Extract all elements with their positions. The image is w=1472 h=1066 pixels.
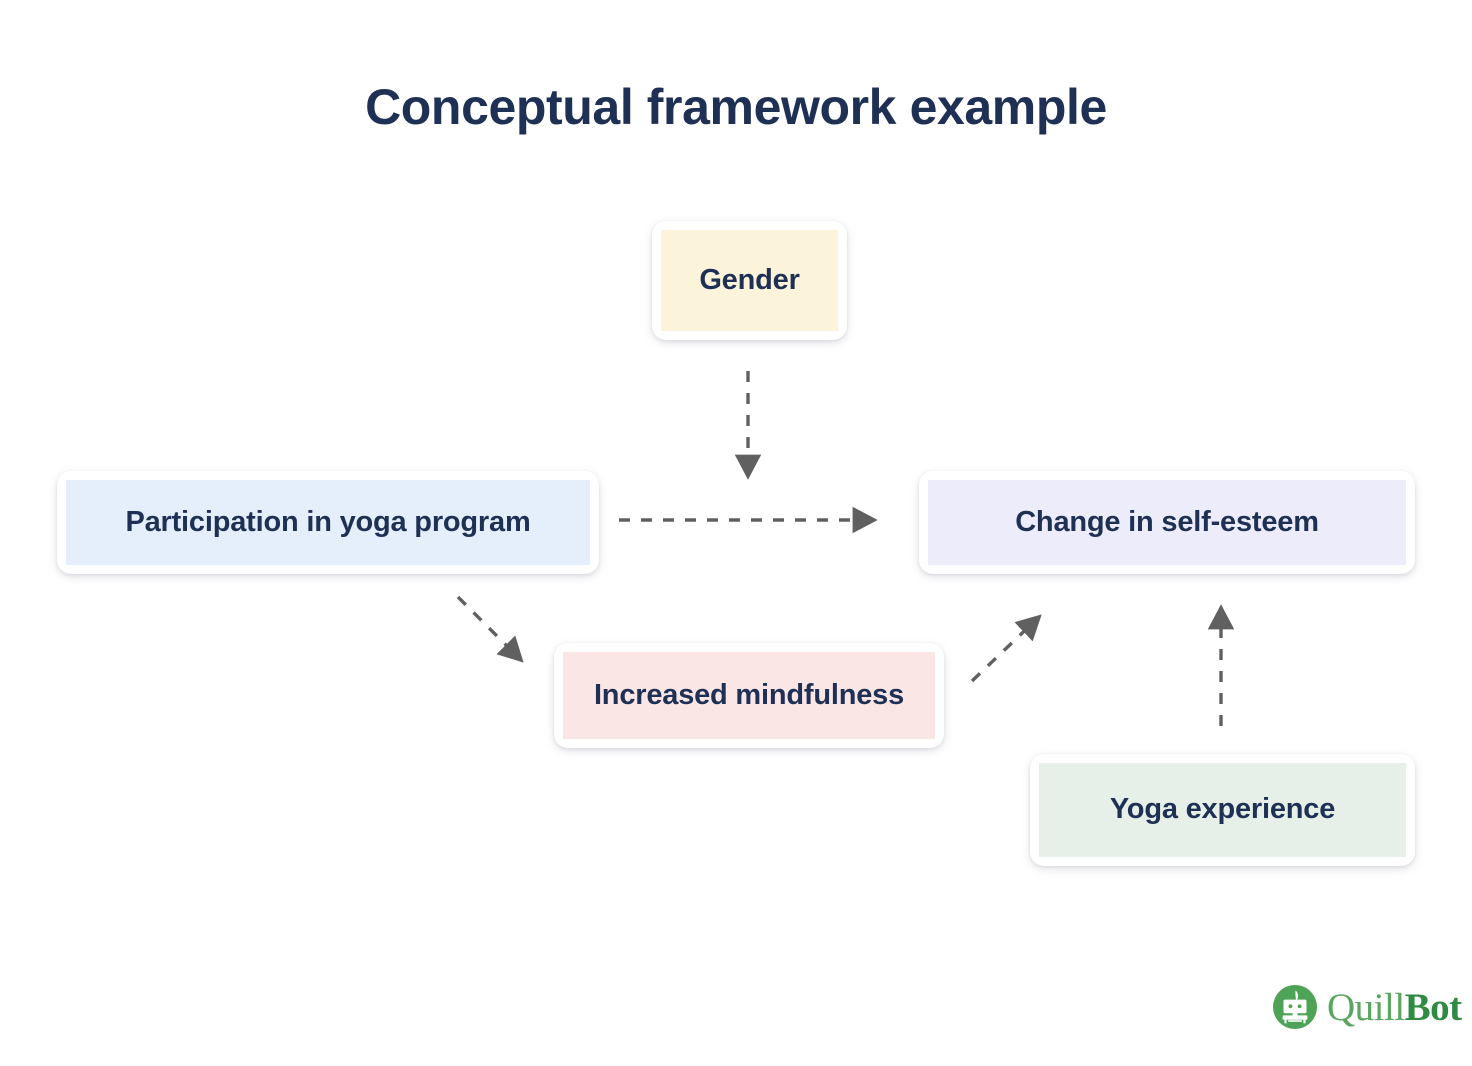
edge-mindfulness-to-selfesteem bbox=[970, 614, 1042, 683]
node-gender-label: Gender bbox=[699, 263, 800, 296]
node-selfesteem-label: Change in self-esteem bbox=[1015, 505, 1319, 538]
node-selfesteem-fill: Change in self-esteem bbox=[928, 480, 1406, 565]
node-mindfulness-label: Increased mindfulness bbox=[593, 678, 905, 711]
node-yoga-experience[interactable]: Yoga experience bbox=[1030, 754, 1415, 866]
quillbot-robot-icon bbox=[1273, 985, 1317, 1029]
node-selfesteem[interactable]: Change in self-esteem bbox=[919, 471, 1415, 574]
quillbot-logo[interactable]: QuillBot bbox=[1272, 984, 1462, 1030]
node-mindfulness[interactable]: Increased mindfulness bbox=[554, 643, 944, 748]
node-yoga-experience-label: Yoga experience bbox=[1109, 793, 1336, 826]
quillbot-wordmark-part2: Bot bbox=[1404, 985, 1463, 1029]
node-mindfulness-fill: Increased mindfulness bbox=[563, 652, 935, 739]
node-participation-fill: Participation in yoga program bbox=[66, 480, 590, 565]
quillbot-wordmark: QuillBot bbox=[1327, 988, 1462, 1027]
node-participation-label: Participation in yoga program bbox=[125, 505, 531, 538]
quillbot-wordmark-part1: Quill bbox=[1327, 985, 1405, 1029]
node-gender[interactable]: Gender bbox=[652, 221, 847, 340]
node-participation[interactable]: Participation in yoga program bbox=[57, 471, 599, 574]
node-gender-fill: Gender bbox=[661, 230, 838, 331]
node-yoga-experience-fill: Yoga experience bbox=[1039, 763, 1406, 857]
page-title: Conceptual framework example bbox=[365, 79, 1107, 135]
edge-participation-to-mindfulness bbox=[456, 595, 524, 663]
